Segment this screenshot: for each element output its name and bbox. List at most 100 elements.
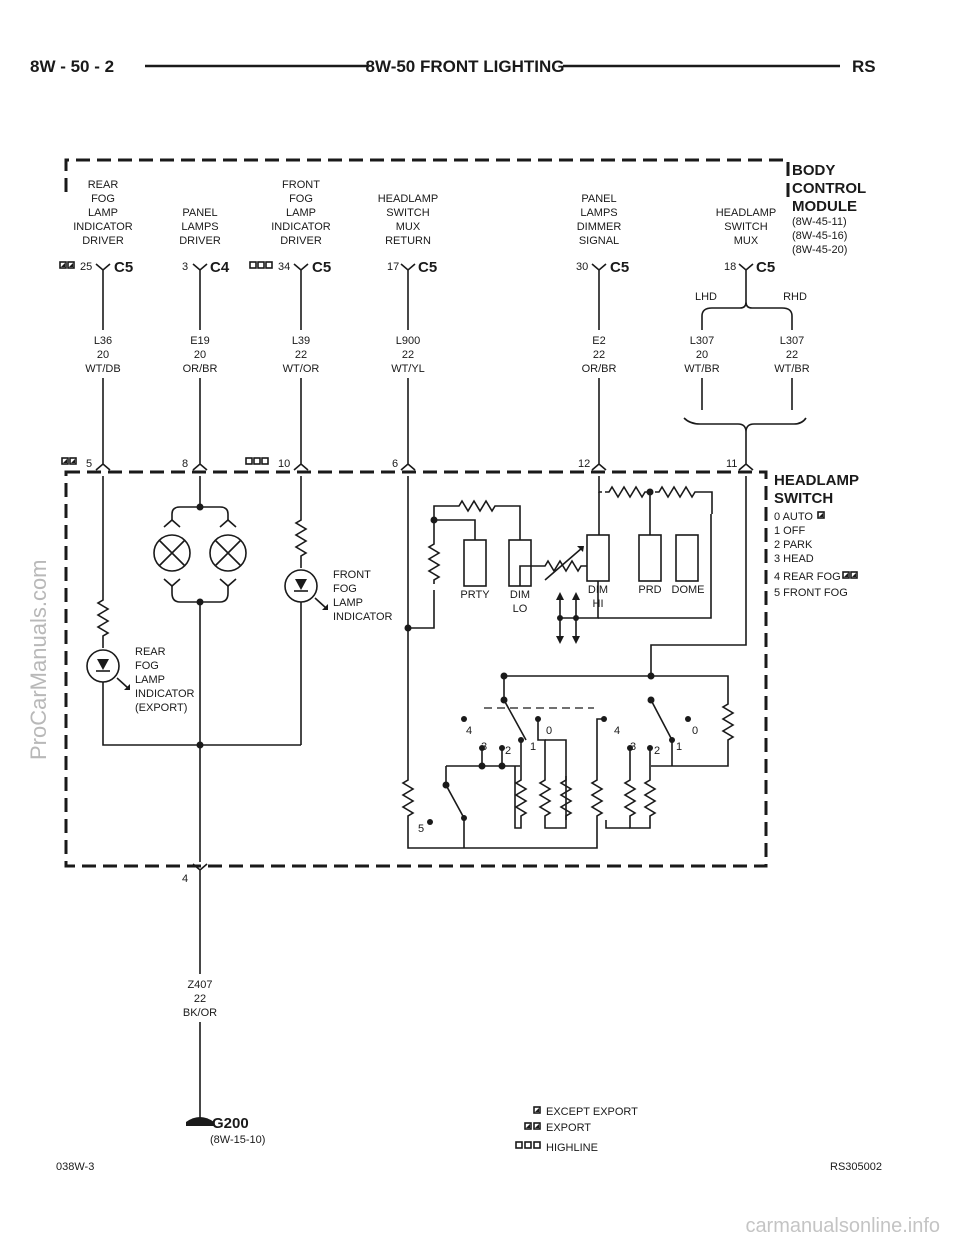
- wire-gauge: 22: [194, 993, 206, 1005]
- pin-desc-line: PANEL: [182, 207, 217, 219]
- pin-desc-line: DRIVER: [82, 235, 124, 247]
- pin-number: 3: [182, 261, 188, 273]
- figure-id: RS305002: [830, 1161, 882, 1173]
- contact-label: 0: [692, 725, 698, 737]
- bcm-name-3: MODULE: [792, 198, 857, 215]
- legend-text: HIGHLINE: [546, 1142, 598, 1154]
- bcm-pin-mux-return: HEADLAMP SWITCH MUX RETURN 17 C5: [378, 193, 439, 276]
- switch-position: 1 OFF: [774, 525, 805, 537]
- pin-desc-line: REAR: [88, 179, 119, 191]
- wire-gauge: 22: [295, 349, 307, 361]
- legend-text: EXPORT: [546, 1122, 591, 1134]
- prty-label: PRTY: [460, 589, 490, 601]
- pin-desc-line: INDICATOR: [271, 221, 331, 233]
- wire-color: WT/BR: [684, 363, 719, 375]
- bcm-ref-3: (8W-45-20): [792, 244, 847, 256]
- rhd-label: RHD: [783, 291, 807, 303]
- wire-label-l900: L900 22 WT/YL: [391, 335, 425, 375]
- legend-box-icon: [249, 261, 257, 269]
- watermark-bottom: carmanualsonline.info: [745, 1215, 940, 1237]
- switch-position: 4 REAR FOG: [774, 571, 841, 583]
- wire-label-z407: Z407 22 BK/OR: [183, 979, 217, 1019]
- wire-color: WT/OR: [283, 363, 320, 375]
- legend-box-icon: [515, 1141, 523, 1149]
- legend-box-icon: [533, 1106, 541, 1114]
- pin-number: 34: [278, 261, 290, 273]
- prty-resistor-box: [463, 539, 487, 587]
- lhd-rhd-join: [683, 417, 807, 456]
- label-line: FOG: [333, 583, 357, 595]
- wire-label-e19: E19 20 OR/BR: [183, 335, 218, 375]
- switch-connector-pins: 5 8 10 6 12 11: [61, 457, 737, 470]
- legend-box-icon: [253, 457, 261, 465]
- wire-gauge: 22: [402, 349, 414, 361]
- pin-desc-line: SWITCH: [724, 221, 767, 233]
- contact-label: 2: [505, 745, 511, 757]
- section-code: RS: [852, 57, 876, 76]
- connector-id: C4: [210, 259, 230, 276]
- legend-box-icon: [524, 1122, 532, 1130]
- pin-desc-line: HEADLAMP: [716, 207, 777, 219]
- connector-id: C5: [114, 259, 133, 276]
- bcm-pin-rear-fog: REAR FOG LAMP INDICATOR DRIVER 25 C5: [59, 179, 133, 276]
- pin-desc-line: LAMP: [286, 207, 316, 219]
- pin-desc-line: RETURN: [385, 235, 431, 247]
- pin-desc-line: LAMPS: [580, 207, 617, 219]
- wire-color: WT/BR: [774, 363, 809, 375]
- dim-hi-resistor-box: [586, 534, 610, 582]
- pin-desc-line: MUX: [396, 221, 421, 233]
- contact-label: 1: [676, 741, 682, 753]
- pin-desc-line: FRONT: [282, 179, 320, 191]
- pin-number: 10: [278, 458, 290, 470]
- switch-name-2: SWITCH: [774, 490, 833, 507]
- lhd-rhd-wires: [701, 378, 793, 410]
- page-number: 8W - 50 - 2: [30, 57, 114, 76]
- bcm-pin-dimmer-signal: PANEL LAMPS DIMMER SIGNAL 30 C5: [576, 193, 629, 276]
- contact-label: 4: [614, 725, 620, 737]
- wire-gauge: 20: [97, 349, 109, 361]
- connector-id: C5: [418, 259, 437, 276]
- wire-color: BK/OR: [183, 1007, 217, 1019]
- pin-desc-line: SIGNAL: [579, 235, 619, 247]
- pin-desc-line: PANEL: [581, 193, 616, 205]
- prd-resistor-box: [638, 534, 662, 582]
- connector-id: C5: [610, 259, 629, 276]
- legend-box-icon: [850, 571, 858, 579]
- wire-gauge: 22: [593, 349, 605, 361]
- pin-number: 25: [80, 261, 92, 273]
- circuit-id: L39: [292, 335, 310, 347]
- contact-label: 4: [466, 725, 472, 737]
- dim-lo-label-2: LO: [513, 603, 528, 615]
- legend-box-icon: [59, 261, 67, 269]
- ground-icon: [186, 1117, 214, 1126]
- switch-position: 0 AUTO: [774, 511, 813, 523]
- panel-lamp-icon: [209, 534, 247, 572]
- switch-name-1: HEADLAMP: [774, 472, 859, 489]
- wire-gauge: 22: [786, 349, 798, 361]
- headlamp-switch-outline: [64, 470, 768, 868]
- pin-desc-line: FOG: [289, 193, 313, 205]
- pin-desc-line: HEADLAMP: [378, 193, 439, 205]
- legend-box-icon: [261, 457, 269, 465]
- pin-desc-line: LAMP: [88, 207, 118, 219]
- legend-box-icon: [533, 1141, 541, 1149]
- legend-box-icon: [61, 457, 69, 465]
- ground-ref: (8W-15-10): [210, 1134, 265, 1146]
- bcm-ref-1: (8W-45-11): [792, 216, 847, 228]
- pin-desc-line: INDICATOR: [73, 221, 133, 233]
- circuit-id: L307: [690, 335, 714, 347]
- ground-name: G200: [212, 1115, 249, 1132]
- pin-desc-line: DIMMER: [577, 221, 622, 233]
- dome-label: DOME: [672, 584, 705, 596]
- contact-label: 0: [546, 725, 552, 737]
- legend-box-icon: [524, 1141, 532, 1149]
- contact-label: 1: [530, 741, 536, 753]
- wire-label-lhd: L307 20 WT/BR: [684, 335, 719, 375]
- pin-desc-line: MUX: [734, 235, 759, 247]
- pin-number: 6: [392, 458, 398, 470]
- dim-lo-label-1: DIM: [510, 589, 530, 601]
- pin-number: 12: [578, 458, 590, 470]
- bcm-name-1: BODY: [792, 162, 835, 179]
- legend-box-icon: [245, 457, 253, 465]
